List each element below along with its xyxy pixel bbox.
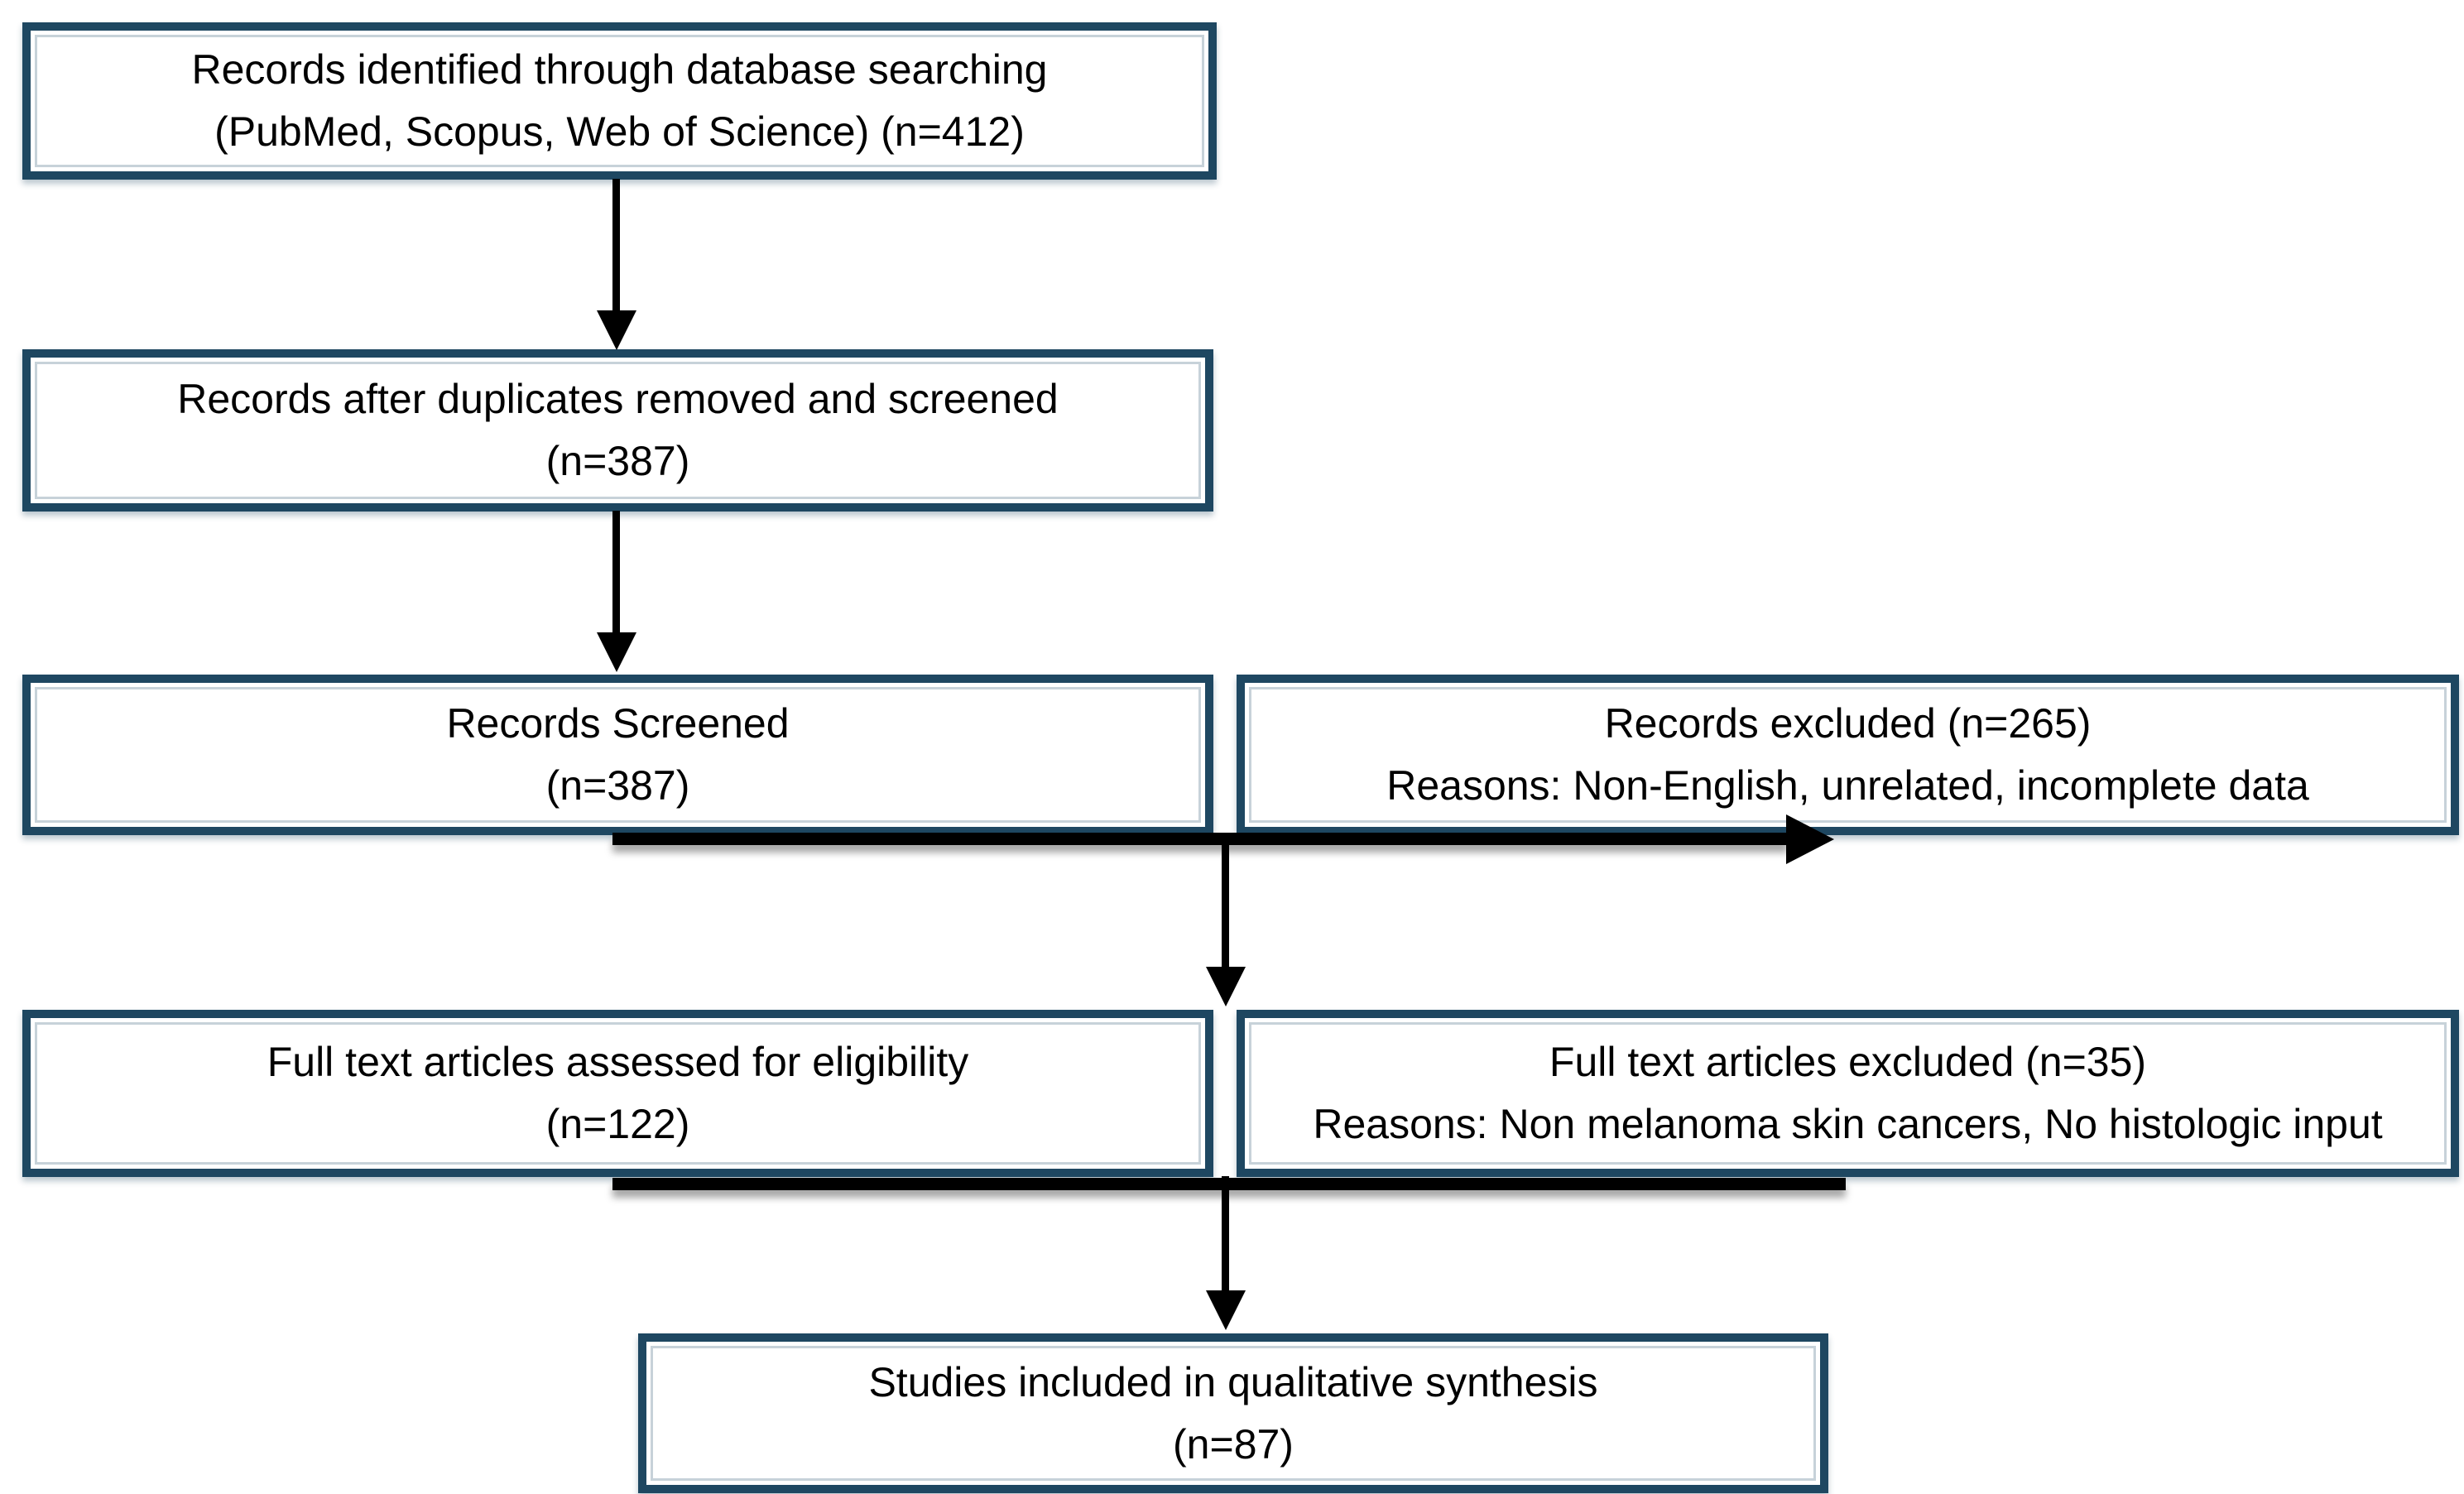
node-text-line2: (n=387) — [545, 438, 690, 484]
node-records-screened: Records Screened (n=387) — [22, 675, 1213, 835]
node-text-line2: (n=387) — [545, 762, 690, 809]
node-text-line2: Reasons: Non-English, unrelated, incompl… — [1386, 762, 2309, 809]
branch-shaft — [612, 833, 1788, 845]
arrow-down-head-icon — [1206, 967, 1246, 1006]
arrow-right-head-icon — [1786, 814, 1834, 864]
arrow-down-head-icon — [597, 310, 636, 350]
node-text-line1: Records Screened — [446, 700, 790, 747]
node-text-line1: Records after duplicates removed and scr… — [177, 376, 1059, 422]
arrow-shaft — [612, 179, 620, 313]
node-text-line1: Records excluded (n=265) — [1604, 700, 2092, 747]
node-fulltext-assessed: Full text articles assessed for eligibil… — [22, 1010, 1213, 1177]
node-text-line2: (n=122) — [545, 1101, 690, 1147]
node-studies-included: Studies included in qualitative synthesi… — [638, 1333, 1828, 1493]
node-text-line2: Reasons: Non melanoma skin cancers, No h… — [1313, 1101, 2383, 1147]
node-records-excluded: Records excluded (n=265) Reasons: Non-En… — [1237, 675, 2459, 835]
arrow-down-head-icon — [597, 632, 636, 672]
node-text-line1: Records identified through database sear… — [191, 46, 1048, 93]
node-fulltext-excluded: Full text articles excluded (n=35) Reaso… — [1237, 1010, 2459, 1177]
node-records-identified: Records identified through database sear… — [22, 22, 1217, 180]
node-text-line1: Studies included in qualitative synthesi… — [868, 1358, 1598, 1405]
branch-shaft — [612, 1178, 1846, 1190]
node-duplicates-removed: Records after duplicates removed and scr… — [22, 349, 1213, 512]
node-text-line2: (PubMed, Scopus, Web of Science) (n=412) — [214, 108, 1025, 155]
node-text-line1: Full text articles assessed for eligibil… — [267, 1039, 969, 1085]
node-text-line1: Full text articles excluded (n=35) — [1549, 1039, 2147, 1085]
arrow-shaft — [612, 511, 620, 635]
arrow-down-head-icon — [1206, 1290, 1246, 1330]
arrow-shaft — [1222, 1176, 1229, 1294]
node-text-line2: (n=87) — [1173, 1420, 1294, 1468]
arrow-shaft — [1222, 835, 1229, 969]
